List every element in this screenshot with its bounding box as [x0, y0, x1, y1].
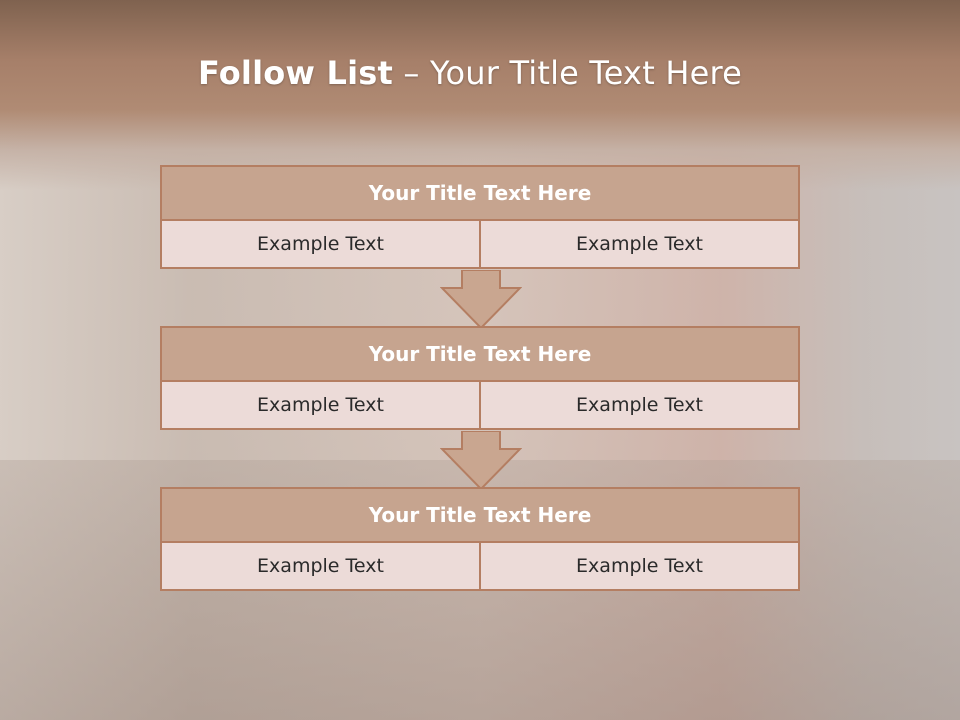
title-bold: Follow List [197, 54, 394, 92]
step-right-text: Example Text [479, 541, 800, 591]
step-block-3: Your Title Text Here Example Text Exampl… [160, 487, 800, 591]
step-block-2: Your Title Text Here Example Text Exampl… [160, 326, 800, 430]
step-left-text: Example Text [160, 219, 481, 269]
step-row: Example Text Example Text [160, 219, 800, 269]
step-title: Your Title Text Here [160, 487, 800, 543]
slide-title: Follow List – Your Title Text Here [0, 54, 940, 92]
step-left-text: Example Text [160, 541, 481, 591]
down-arrow-icon [440, 270, 522, 330]
title-rest: – Your Title Text Here [393, 54, 743, 92]
step-block-1: Your Title Text Here Example Text Exampl… [160, 165, 800, 269]
step-left-text: Example Text [160, 380, 481, 430]
step-title: Your Title Text Here [160, 326, 800, 382]
step-title: Your Title Text Here [160, 165, 800, 221]
step-row: Example Text Example Text [160, 380, 800, 430]
step-right-text: Example Text [479, 380, 800, 430]
slide-header: Follow List – Your Title Text Here [0, 0, 960, 150]
step-row: Example Text Example Text [160, 541, 800, 591]
step-right-text: Example Text [479, 219, 800, 269]
down-arrow-icon [440, 431, 522, 491]
